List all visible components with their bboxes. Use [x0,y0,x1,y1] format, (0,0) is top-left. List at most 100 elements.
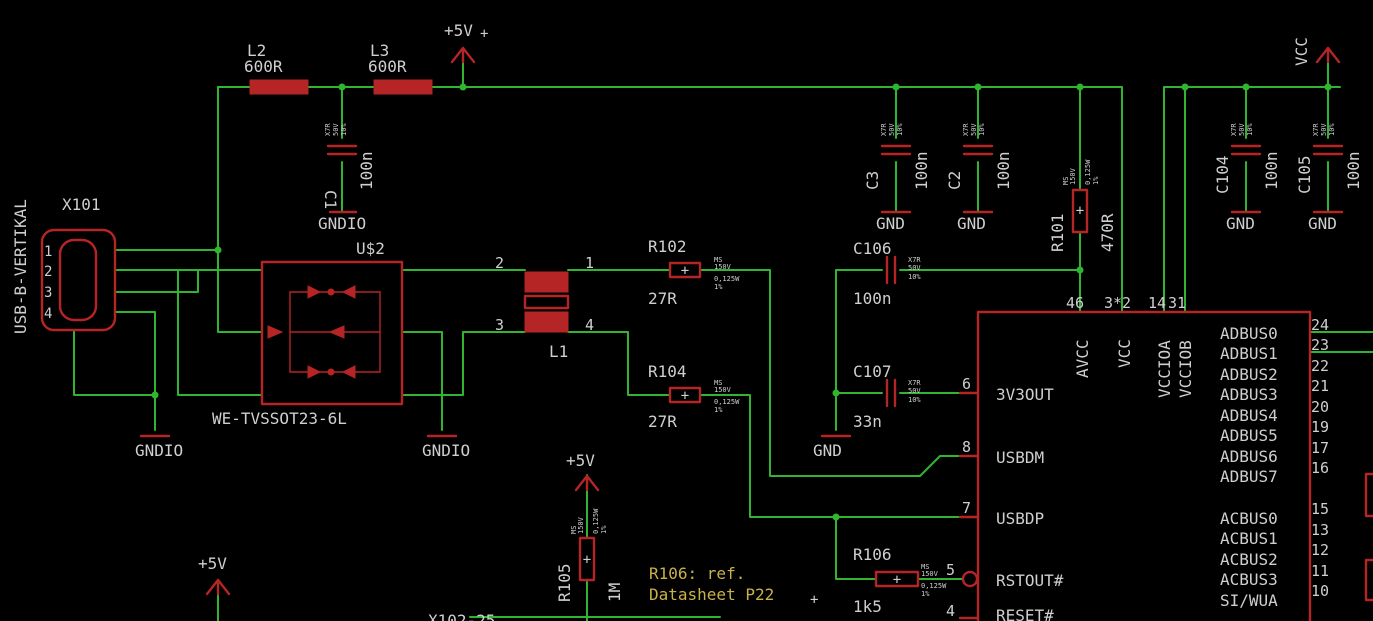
svg-text:150V: 150V [714,386,732,394]
ic-ft2232: 6 3V3OUT 8 USBDM 7 USBDP 5 RSTOUT# 4 RES… [946,294,1329,621]
svg-text:1k5: 1k5 [853,597,882,616]
svg-text:1%: 1% [1092,176,1100,185]
svg-text:ADBUS6: ADBUS6 [1220,447,1278,466]
svg-text:5: 5 [946,561,955,579]
svg-text:SI/WUA: SI/WUA [1220,591,1278,610]
svg-text:R104: R104 [648,362,687,381]
svg-text:23: 23 [1311,336,1329,354]
inductor-l3: L3 600R [368,41,433,95]
svg-text:L1: L1 [549,342,568,361]
svg-text:100n: 100n [357,151,376,190]
svg-text:1: 1 [585,254,594,272]
svg-text:470R: 470R [1098,213,1117,252]
svg-text:WE-TVSSOT23-6L: WE-TVSSOT23-6L [212,409,347,428]
svg-text:12: 12 [1311,541,1329,559]
svg-text:10%: 10% [1328,123,1336,136]
datasheet-note: R106: ref. Datasheet P22 + [649,564,818,608]
svg-text:7: 7 [962,499,971,517]
svg-text:R106: R106 [853,545,892,564]
svg-text:46: 46 [1066,294,1084,312]
svg-text:+: + [480,26,488,42]
svg-text:150V: 150V [1069,167,1077,185]
svg-text:+5V: +5V [198,554,227,573]
power-vcc-top: VCC [1292,37,1341,66]
capacitor-c107: X7R 50V 10% C107 33n [853,362,921,431]
svg-text:X101: X101 [62,195,101,214]
svg-text:10%: 10% [908,273,921,281]
svg-text:100n: 100n [1344,151,1363,190]
svg-text:31: 31 [1168,294,1186,312]
svg-text:ACBUS1: ACBUS1 [1220,529,1278,548]
svg-text:20: 20 [1311,398,1329,416]
svg-text:+: + [1076,203,1084,219]
svg-text:3: 3 [44,285,52,301]
svg-text:VCC: VCC [1292,37,1311,66]
capacitor-c2: X7R 50V 10% C2 100n [945,123,1013,190]
svg-text:ADBUS0: ADBUS0 [1220,324,1278,343]
svg-text:GNDIO: GNDIO [318,214,366,233]
svg-text:1%: 1% [714,406,723,414]
svg-text:X7R: X7R [962,123,970,136]
svg-text:1%: 1% [921,590,930,598]
inductor-l2: L2 600R [244,41,309,95]
svg-text:R102: R102 [648,237,687,256]
svg-text:11: 11 [1311,562,1329,580]
svg-text:21: 21 [1311,377,1329,395]
svg-text:ACBUS2: ACBUS2 [1220,550,1278,569]
svg-text:3: 3 [495,316,504,334]
svg-text:4: 4 [946,602,955,620]
svg-text:RESET#: RESET# [996,606,1054,621]
svg-text:C3: C3 [863,171,882,190]
svg-text:33n: 33n [853,412,882,431]
tvs-u2: U$2 WE-TVSSOT23-6L [212,239,404,428]
junctions [151,83,1332,521]
svg-text:AVCC: AVCC [1073,339,1092,378]
svg-text:GND: GND [1226,214,1255,233]
svg-text:100n: 100n [853,289,892,308]
svg-text:0,125W: 0,125W [714,275,740,283]
power-5v-top: +5V + [444,21,488,64]
svg-text:C2: C2 [945,171,964,190]
gnd-symbols: GNDIO GND GND GND GND GNDIO GNDIO GND [135,210,1344,460]
svg-text:10: 10 [1311,582,1329,600]
svg-text:+5V: +5V [444,21,473,40]
svg-text:VCCIOB: VCCIOB [1176,340,1195,398]
svg-text:+: + [681,263,689,279]
resistor-r104: + MS 150V 0,125W 1% R104 27R [648,362,740,431]
svg-text:X7R: X7R [880,123,888,136]
svg-text:50V: 50V [1238,123,1246,136]
svg-text:50V: 50V [888,123,896,136]
svg-text:600R: 600R [368,57,407,76]
capacitor-c104: X7R 50V 10% C104 100n [1213,123,1281,194]
partial-component-right [1364,472,1373,602]
svg-text:0,125W: 0,125W [921,582,947,590]
svg-text:10%: 10% [340,123,348,136]
capacitor-c105: X7R 50V 10% C105 100n [1295,123,1363,194]
svg-text:10%: 10% [1246,123,1254,136]
resistor-r102: + MS 150V 0,125W 1% R102 27R [648,237,740,308]
svg-text:100n: 100n [994,151,1013,190]
svg-text:0,125W: 0,125W [714,398,740,406]
svg-text:C104: C104 [1213,155,1232,194]
svg-text:10%: 10% [908,396,921,404]
svg-text:U$2: U$2 [356,239,385,258]
svg-text:MS: MS [921,563,929,571]
svg-text:ADBUS3: ADBUS3 [1220,385,1278,404]
nets [73,61,1373,621]
svg-text:24: 24 [1311,316,1329,334]
svg-text:X7R: X7R [324,123,332,136]
connector-x101: 1 2 3 4 X101 USB-B-VERTIKAL [11,195,117,334]
svg-text:MS: MS [1062,177,1070,185]
svg-text:1%: 1% [600,525,608,534]
svg-text:19: 19 [1311,418,1329,436]
svg-text:L2: L2 [247,41,266,60]
svg-text:14: 14 [1148,294,1166,312]
svg-text:USBDM: USBDM [996,448,1044,467]
svg-text:17: 17 [1311,439,1329,457]
svg-text:50V: 50V [908,264,921,272]
svg-text:MS: MS [714,256,722,264]
svg-text:Datasheet P22: Datasheet P22 [649,585,774,604]
svg-text:1: 1 [44,244,52,260]
svg-text:10%: 10% [896,123,904,136]
